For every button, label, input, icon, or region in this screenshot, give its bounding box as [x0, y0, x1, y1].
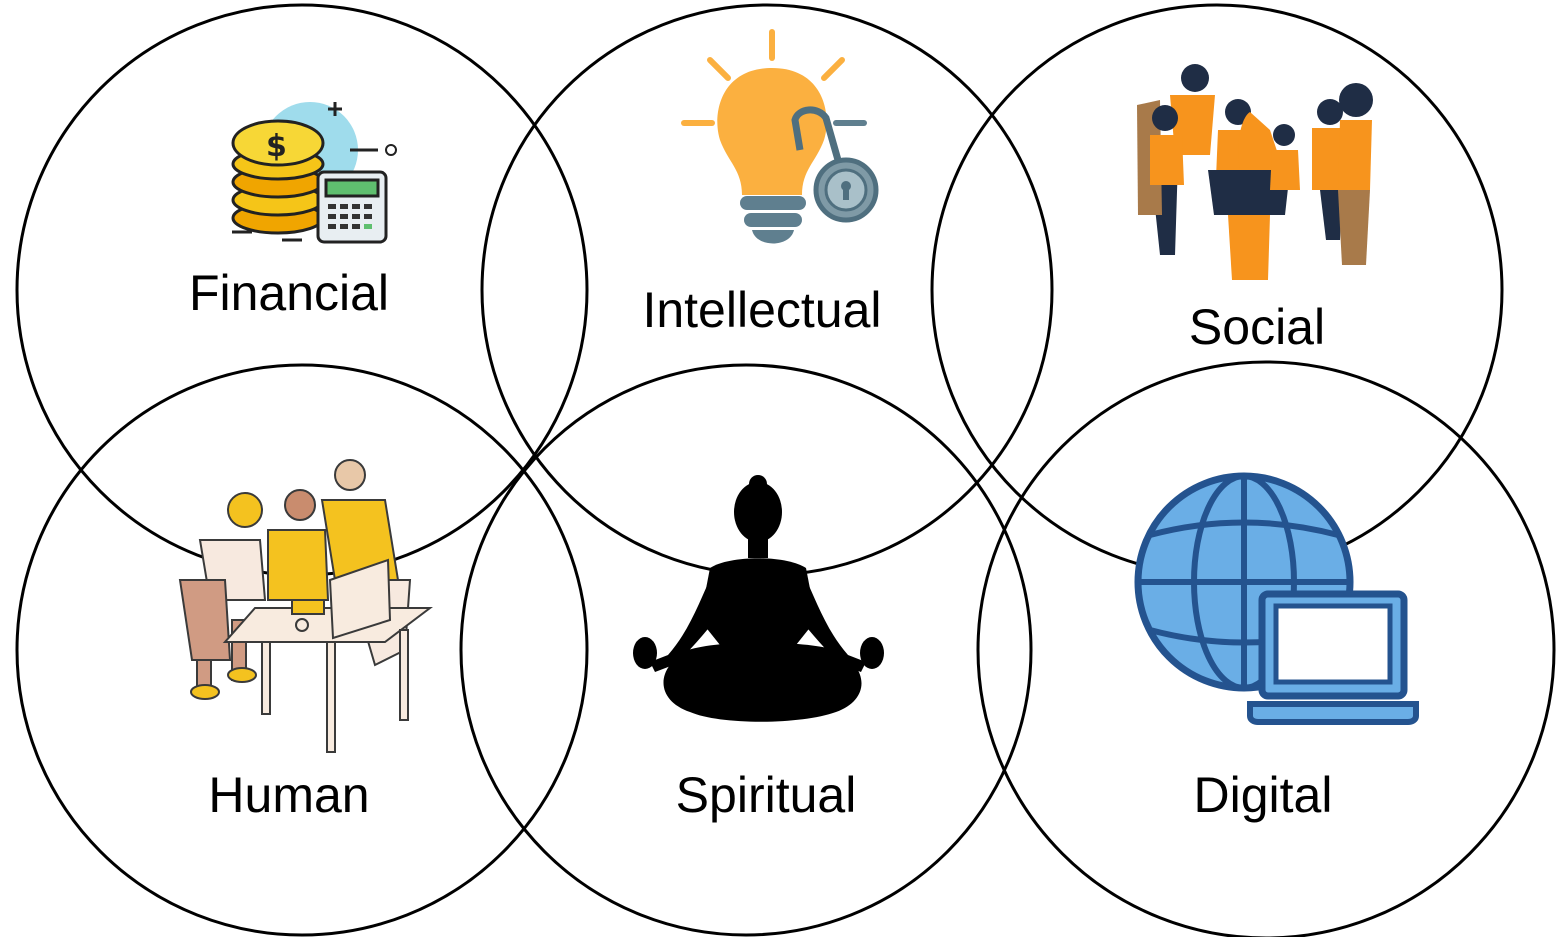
- label-intellectual: Intellectual: [642, 282, 881, 338]
- label-social: Social: [1189, 299, 1325, 355]
- people-working-desk-icon: [178, 459, 433, 753]
- meditation-silhouette-icon: [633, 475, 884, 722]
- label-digital: Digital: [1194, 767, 1333, 823]
- lightbulb-lock-icon: [681, 29, 879, 244]
- label-spiritual: Spiritual: [676, 767, 857, 823]
- label-human: Human: [208, 767, 369, 823]
- people-group-icon: [1137, 64, 1373, 280]
- money-coins-calculator-icon: $: [231, 102, 397, 244]
- label-financial: Financial: [189, 265, 389, 321]
- circle-spiritual: [459, 363, 1033, 937]
- globe-laptop-icon: [1134, 472, 1419, 725]
- circle-digital: [976, 360, 1556, 937]
- svg-text:$: $: [266, 129, 287, 164]
- circle-human: [15, 363, 589, 937]
